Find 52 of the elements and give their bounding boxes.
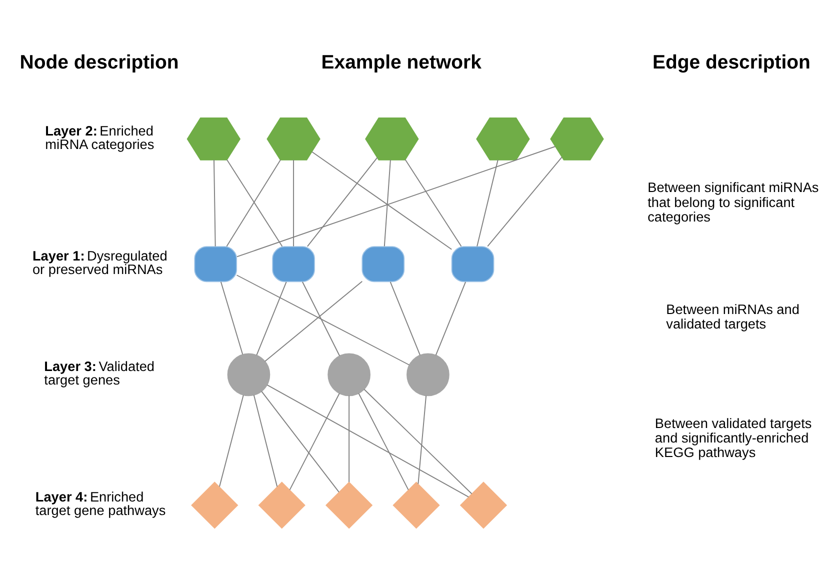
connector bbox=[236, 146, 556, 258]
label: Edge description bbox=[652, 51, 810, 74]
node-diamond bbox=[325, 482, 373, 529]
connector bbox=[348, 395, 350, 483]
label: Between miRNAs and validated targets bbox=[666, 302, 800, 332]
connector bbox=[289, 392, 340, 490]
connector bbox=[253, 394, 278, 488]
node-hexagon bbox=[266, 118, 320, 160]
node-circle bbox=[406, 353, 450, 396]
connector bbox=[384, 159, 391, 247]
connector bbox=[364, 388, 472, 494]
connector bbox=[302, 281, 340, 356]
node-hexagon bbox=[186, 118, 241, 160]
node-hexagon bbox=[550, 118, 604, 160]
connector bbox=[487, 156, 562, 247]
connector bbox=[358, 392, 409, 490]
connector bbox=[293, 159, 294, 247]
node-box bbox=[362, 246, 405, 282]
connector bbox=[476, 159, 498, 247]
node-circle bbox=[328, 353, 370, 396]
node-diamond bbox=[258, 482, 306, 529]
label: Layer 2: Enriched miRNA categories bbox=[45, 123, 154, 152]
label: Layer 3: Validated target genes bbox=[44, 358, 155, 388]
connector bbox=[236, 274, 410, 366]
connector bbox=[404, 159, 462, 247]
connector bbox=[256, 281, 287, 356]
label: Example network bbox=[321, 51, 482, 74]
node-diamond bbox=[191, 482, 238, 529]
node-diamond bbox=[392, 482, 440, 529]
node-box bbox=[194, 246, 238, 282]
connector bbox=[213, 159, 216, 247]
connector bbox=[266, 384, 470, 498]
label: Layer 4: Enriched target gene pathways bbox=[35, 490, 166, 518]
connector bbox=[219, 394, 244, 488]
connector bbox=[435, 281, 466, 356]
label: Between validated targets and significantly-enriched KEGG pathways bbox=[654, 416, 812, 460]
label: Between significant miRNAs that belong to significant categories bbox=[648, 180, 819, 224]
node-box bbox=[272, 246, 315, 282]
connector bbox=[264, 280, 363, 362]
connector bbox=[390, 281, 420, 356]
label: Node description bbox=[20, 51, 179, 74]
connector bbox=[261, 390, 340, 493]
node-hexagon bbox=[365, 118, 419, 160]
connector bbox=[418, 395, 427, 484]
connector bbox=[306, 157, 378, 247]
connector bbox=[312, 151, 452, 250]
node-circle bbox=[227, 353, 270, 396]
node-box bbox=[451, 246, 494, 282]
node-hexagon bbox=[476, 118, 530, 160]
connector bbox=[220, 281, 244, 355]
node-diamond bbox=[460, 482, 508, 529]
label: Layer 1: Dysregulated or preserved miRNAs bbox=[32, 248, 168, 278]
